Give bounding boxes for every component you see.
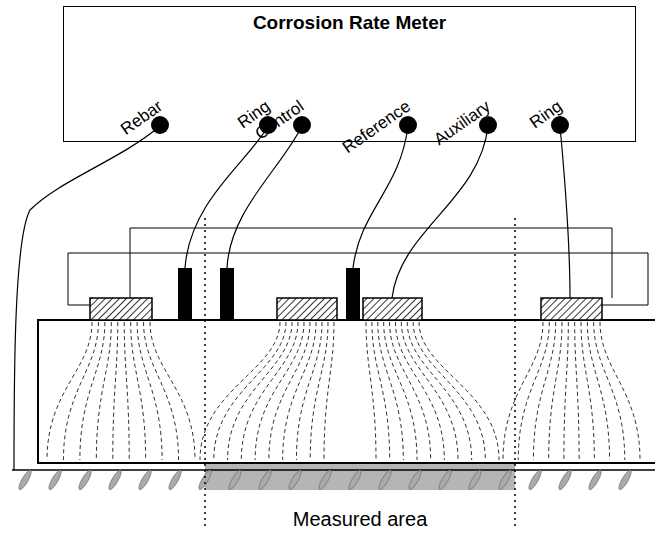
field-line <box>296 322 322 460</box>
meter-title: Corrosion Rate Meter <box>64 7 635 34</box>
ring-electrode <box>541 298 602 320</box>
rebar-rib <box>107 469 123 491</box>
rebar-rib <box>47 469 63 491</box>
rebar-rib <box>197 469 213 491</box>
field-line <box>310 322 328 460</box>
field-line <box>395 322 444 460</box>
field-line <box>255 322 304 460</box>
field-line <box>269 322 310 460</box>
area-boundary <box>204 218 206 530</box>
reference-electrode <box>346 268 360 320</box>
rebar-rib <box>167 469 183 491</box>
rebar-rib <box>407 469 423 491</box>
field-line <box>533 322 555 460</box>
rebar-rib <box>377 469 393 491</box>
ring-link-wire <box>130 228 612 298</box>
field-line <box>228 322 292 460</box>
field-line <box>137 322 162 460</box>
field-line <box>324 322 334 460</box>
rebar-rib <box>227 469 243 491</box>
field-line <box>80 322 105 460</box>
ring-sensor <box>178 268 192 320</box>
field-line <box>594 322 625 460</box>
field-line <box>600 322 640 460</box>
field-line <box>283 322 316 460</box>
field-line <box>575 322 579 460</box>
field-line <box>503 322 543 460</box>
field-line <box>549 322 562 460</box>
field-line <box>47 322 92 460</box>
rebar-rib <box>257 469 273 491</box>
rebar-rib <box>347 469 363 491</box>
field-line <box>384 322 417 460</box>
area-boundary <box>514 218 516 530</box>
field-line <box>241 322 298 460</box>
rebar-rib <box>437 469 453 491</box>
field-line <box>372 322 390 460</box>
field-line <box>378 322 404 460</box>
terminal-wires <box>14 126 570 470</box>
field-line <box>564 322 568 460</box>
rebar-rib <box>467 469 483 491</box>
auxiliary-electrode <box>363 298 422 320</box>
control-sensor <box>220 268 234 320</box>
rebar-rib <box>617 469 633 491</box>
field-line <box>214 322 286 460</box>
ring-electrode <box>90 298 152 320</box>
field-line <box>587 322 609 460</box>
rebar-rib <box>17 469 33 491</box>
field-line <box>113 322 118 460</box>
field-line <box>419 322 499 460</box>
field-line <box>150 322 195 460</box>
field-line <box>124 322 129 460</box>
field-line <box>366 322 376 460</box>
field-line <box>96 322 111 460</box>
area-caption: Measured area <box>290 508 431 531</box>
rebar-rib <box>287 469 303 491</box>
rebar <box>12 469 655 471</box>
rebar-rib <box>497 469 513 491</box>
current-field-lines <box>47 322 640 460</box>
field-line <box>144 322 179 460</box>
rebar-rib <box>317 469 333 491</box>
rebar-rib <box>137 469 153 491</box>
field-line <box>200 322 280 460</box>
rebar-rib <box>557 469 573 491</box>
concrete-slab <box>38 320 655 463</box>
rebar-rib <box>587 469 603 491</box>
field-line <box>407 322 471 460</box>
field-line <box>581 322 594 460</box>
rebar-ribs <box>17 469 633 491</box>
rebar-rib <box>77 469 93 491</box>
field-line <box>131 322 146 460</box>
counter-electrode <box>277 298 337 320</box>
rebar-rib <box>527 469 543 491</box>
field-line <box>401 322 458 460</box>
